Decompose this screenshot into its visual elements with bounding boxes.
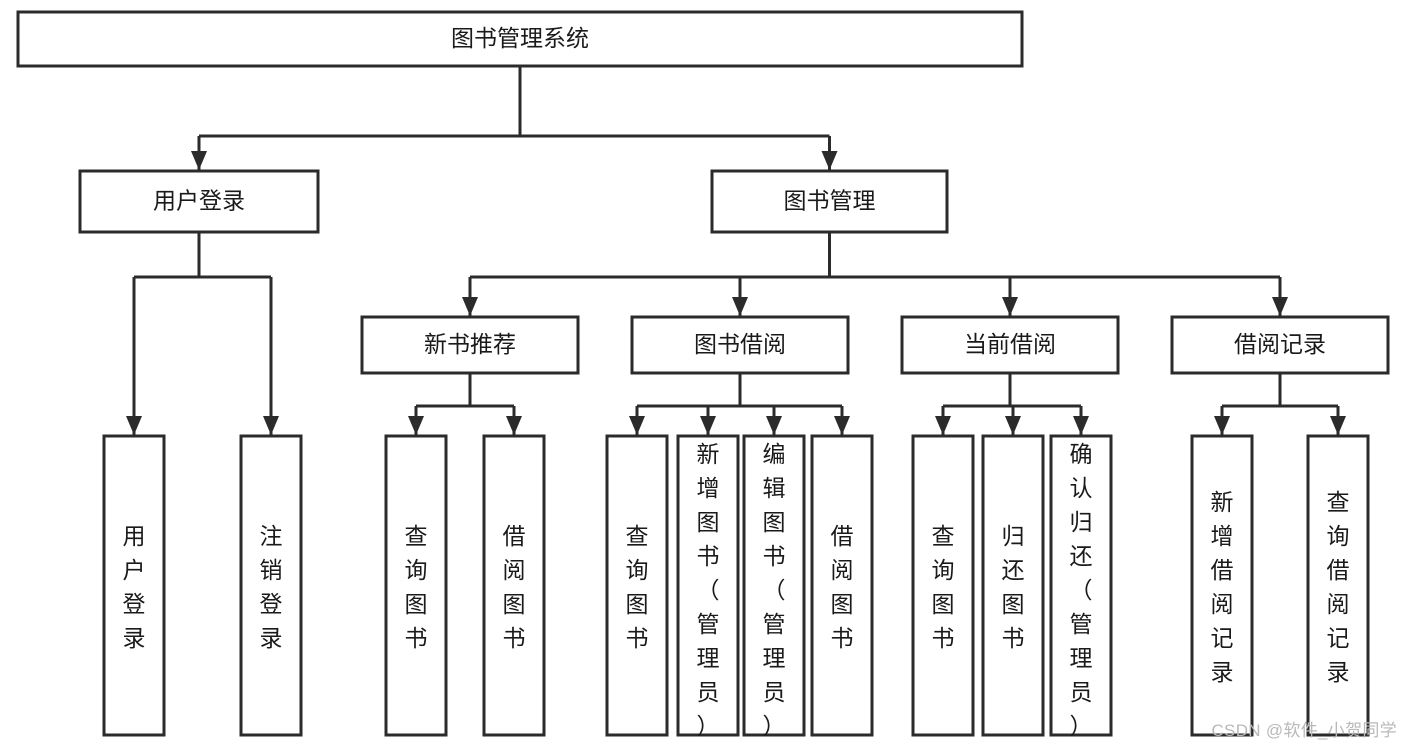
arrow-head-icon	[629, 416, 645, 435]
node-label-leaf-borrow-book-new: 借阅图书	[503, 523, 526, 651]
node-box-book-management	[710, 169, 949, 234]
node-label-leaf-query-book-current: 查询图书	[932, 523, 955, 651]
arrow-head-icon	[1330, 416, 1346, 435]
nodes-layer: 图书管理系统用户登录图书管理新书推荐图书借阅当前借阅借阅记录用户登录注销登录查询…	[16, 10, 1390, 739]
arrow-head-icon	[935, 416, 951, 435]
node-box-leaf-add-borrow-record	[1190, 434, 1254, 737]
node-label-user-login: 用户登录	[153, 188, 245, 214]
arrow-head-icon	[408, 416, 424, 435]
node-label-borrow-records: 借阅记录	[1234, 331, 1326, 357]
node-leaf-user-login[interactable]: 用户登录	[102, 434, 166, 737]
arrow-head-icon	[834, 416, 850, 435]
arrow-head-icon	[1002, 297, 1018, 316]
node-box-leaf-query-borrow-record	[1306, 434, 1370, 737]
arrow-head-icon	[821, 151, 838, 170]
node-label-leaf-user-login: 用户登录	[123, 523, 146, 651]
node-box-leaf-query-book-borrow	[605, 434, 669, 737]
node-leaf-borrow-book[interactable]: 借阅图书	[810, 434, 874, 737]
node-box-leaf-confirm-return-admin	[1049, 434, 1113, 737]
arrow-head-icon	[263, 416, 279, 435]
node-label-leaf-borrow-book: 借阅图书	[831, 523, 854, 651]
node-leaf-add-book-admin[interactable]: 新增图书（管理员）	[676, 434, 740, 739]
node-label-leaf-edit-book-admin: 编辑图书（管理员）	[763, 441, 786, 739]
node-box-new-book-recommend	[360, 315, 580, 375]
node-box-leaf-borrow-book	[810, 434, 874, 737]
node-leaf-add-borrow-record[interactable]: 新增借阅记录	[1190, 434, 1254, 737]
node-box-book-borrow	[630, 315, 850, 375]
node-box-leaf-query-book-current	[911, 434, 975, 737]
node-leaf-logout[interactable]: 注销登录	[239, 434, 303, 737]
node-label-leaf-query-book-borrow: 查询图书	[626, 523, 649, 651]
node-leaf-return-book[interactable]: 归还图书	[981, 434, 1045, 737]
node-label-leaf-query-book-new: 查询图书	[405, 523, 428, 651]
node-root[interactable]: 图书管理系统	[16, 10, 1024, 68]
node-box-leaf-add-book-admin	[676, 434, 740, 737]
node-box-leaf-return-book	[981, 434, 1045, 737]
node-box-user-login	[78, 169, 320, 234]
node-box-borrow-records	[1170, 315, 1390, 375]
arrow-head-icon	[1073, 416, 1089, 435]
node-leaf-borrow-book-new[interactable]: 借阅图书	[482, 434, 546, 737]
arrow-head-icon	[126, 416, 142, 435]
arrow-head-icon	[732, 297, 748, 316]
node-label-root: 图书管理系统	[451, 25, 589, 51]
node-new-book-recommend[interactable]: 新书推荐	[360, 315, 580, 375]
node-book-management[interactable]: 图书管理	[710, 169, 949, 234]
arrow-head-icon	[191, 151, 207, 170]
arrow-head-icon	[462, 297, 478, 316]
node-box-current-borrow	[900, 315, 1120, 375]
node-label-leaf-return-book: 归还图书	[1002, 523, 1025, 651]
node-box-leaf-edit-book-admin	[742, 434, 806, 737]
node-user-login[interactable]: 用户登录	[78, 169, 320, 234]
node-label-new-book-recommend: 新书推荐	[424, 331, 516, 357]
csdn-watermark: CSDN @软件_小贺同学	[1211, 721, 1397, 740]
node-label-leaf-add-borrow-record: 新增借阅记录	[1211, 489, 1234, 685]
node-leaf-query-book-new[interactable]: 查询图书	[384, 434, 448, 737]
node-leaf-confirm-return-admin[interactable]: 确认归还（管理员）	[1049, 434, 1113, 739]
node-leaf-query-borrow-record[interactable]: 查询借阅记录	[1306, 434, 1370, 737]
node-box-leaf-borrow-book-new	[482, 434, 546, 737]
node-box-leaf-logout	[239, 434, 303, 737]
node-box-leaf-user-login	[102, 434, 166, 737]
arrow-head-icon	[766, 416, 782, 435]
node-leaf-query-book-borrow[interactable]: 查询图书	[605, 434, 669, 737]
node-label-leaf-add-book-admin: 新增图书（管理员）	[697, 441, 720, 739]
node-label-leaf-logout: 注销登录	[260, 523, 283, 651]
node-label-leaf-confirm-return-admin: 确认归还（管理员）	[1070, 441, 1093, 739]
node-label-book-borrow: 图书借阅	[694, 331, 786, 357]
node-borrow-records[interactable]: 借阅记录	[1170, 315, 1390, 375]
node-label-leaf-query-borrow-record: 查询借阅记录	[1327, 489, 1350, 685]
node-current-borrow[interactable]: 当前借阅	[900, 315, 1120, 375]
node-leaf-query-book-current[interactable]: 查询图书	[911, 434, 975, 737]
node-label-book-management: 图书管理	[784, 188, 876, 214]
arrow-head-icon	[700, 416, 716, 435]
arrow-head-icon	[1272, 297, 1288, 316]
arrow-head-icon	[1214, 416, 1230, 435]
arrow-head-icon	[506, 416, 522, 435]
node-box-root	[16, 10, 1024, 68]
connectors-layer	[126, 66, 1346, 435]
arrow-head-icon	[1005, 416, 1021, 435]
node-book-borrow[interactable]: 图书借阅	[630, 315, 850, 375]
node-leaf-edit-book-admin[interactable]: 编辑图书（管理员）	[742, 434, 806, 739]
node-label-current-borrow: 当前借阅	[964, 331, 1056, 357]
node-box-leaf-query-book-new	[384, 434, 448, 737]
